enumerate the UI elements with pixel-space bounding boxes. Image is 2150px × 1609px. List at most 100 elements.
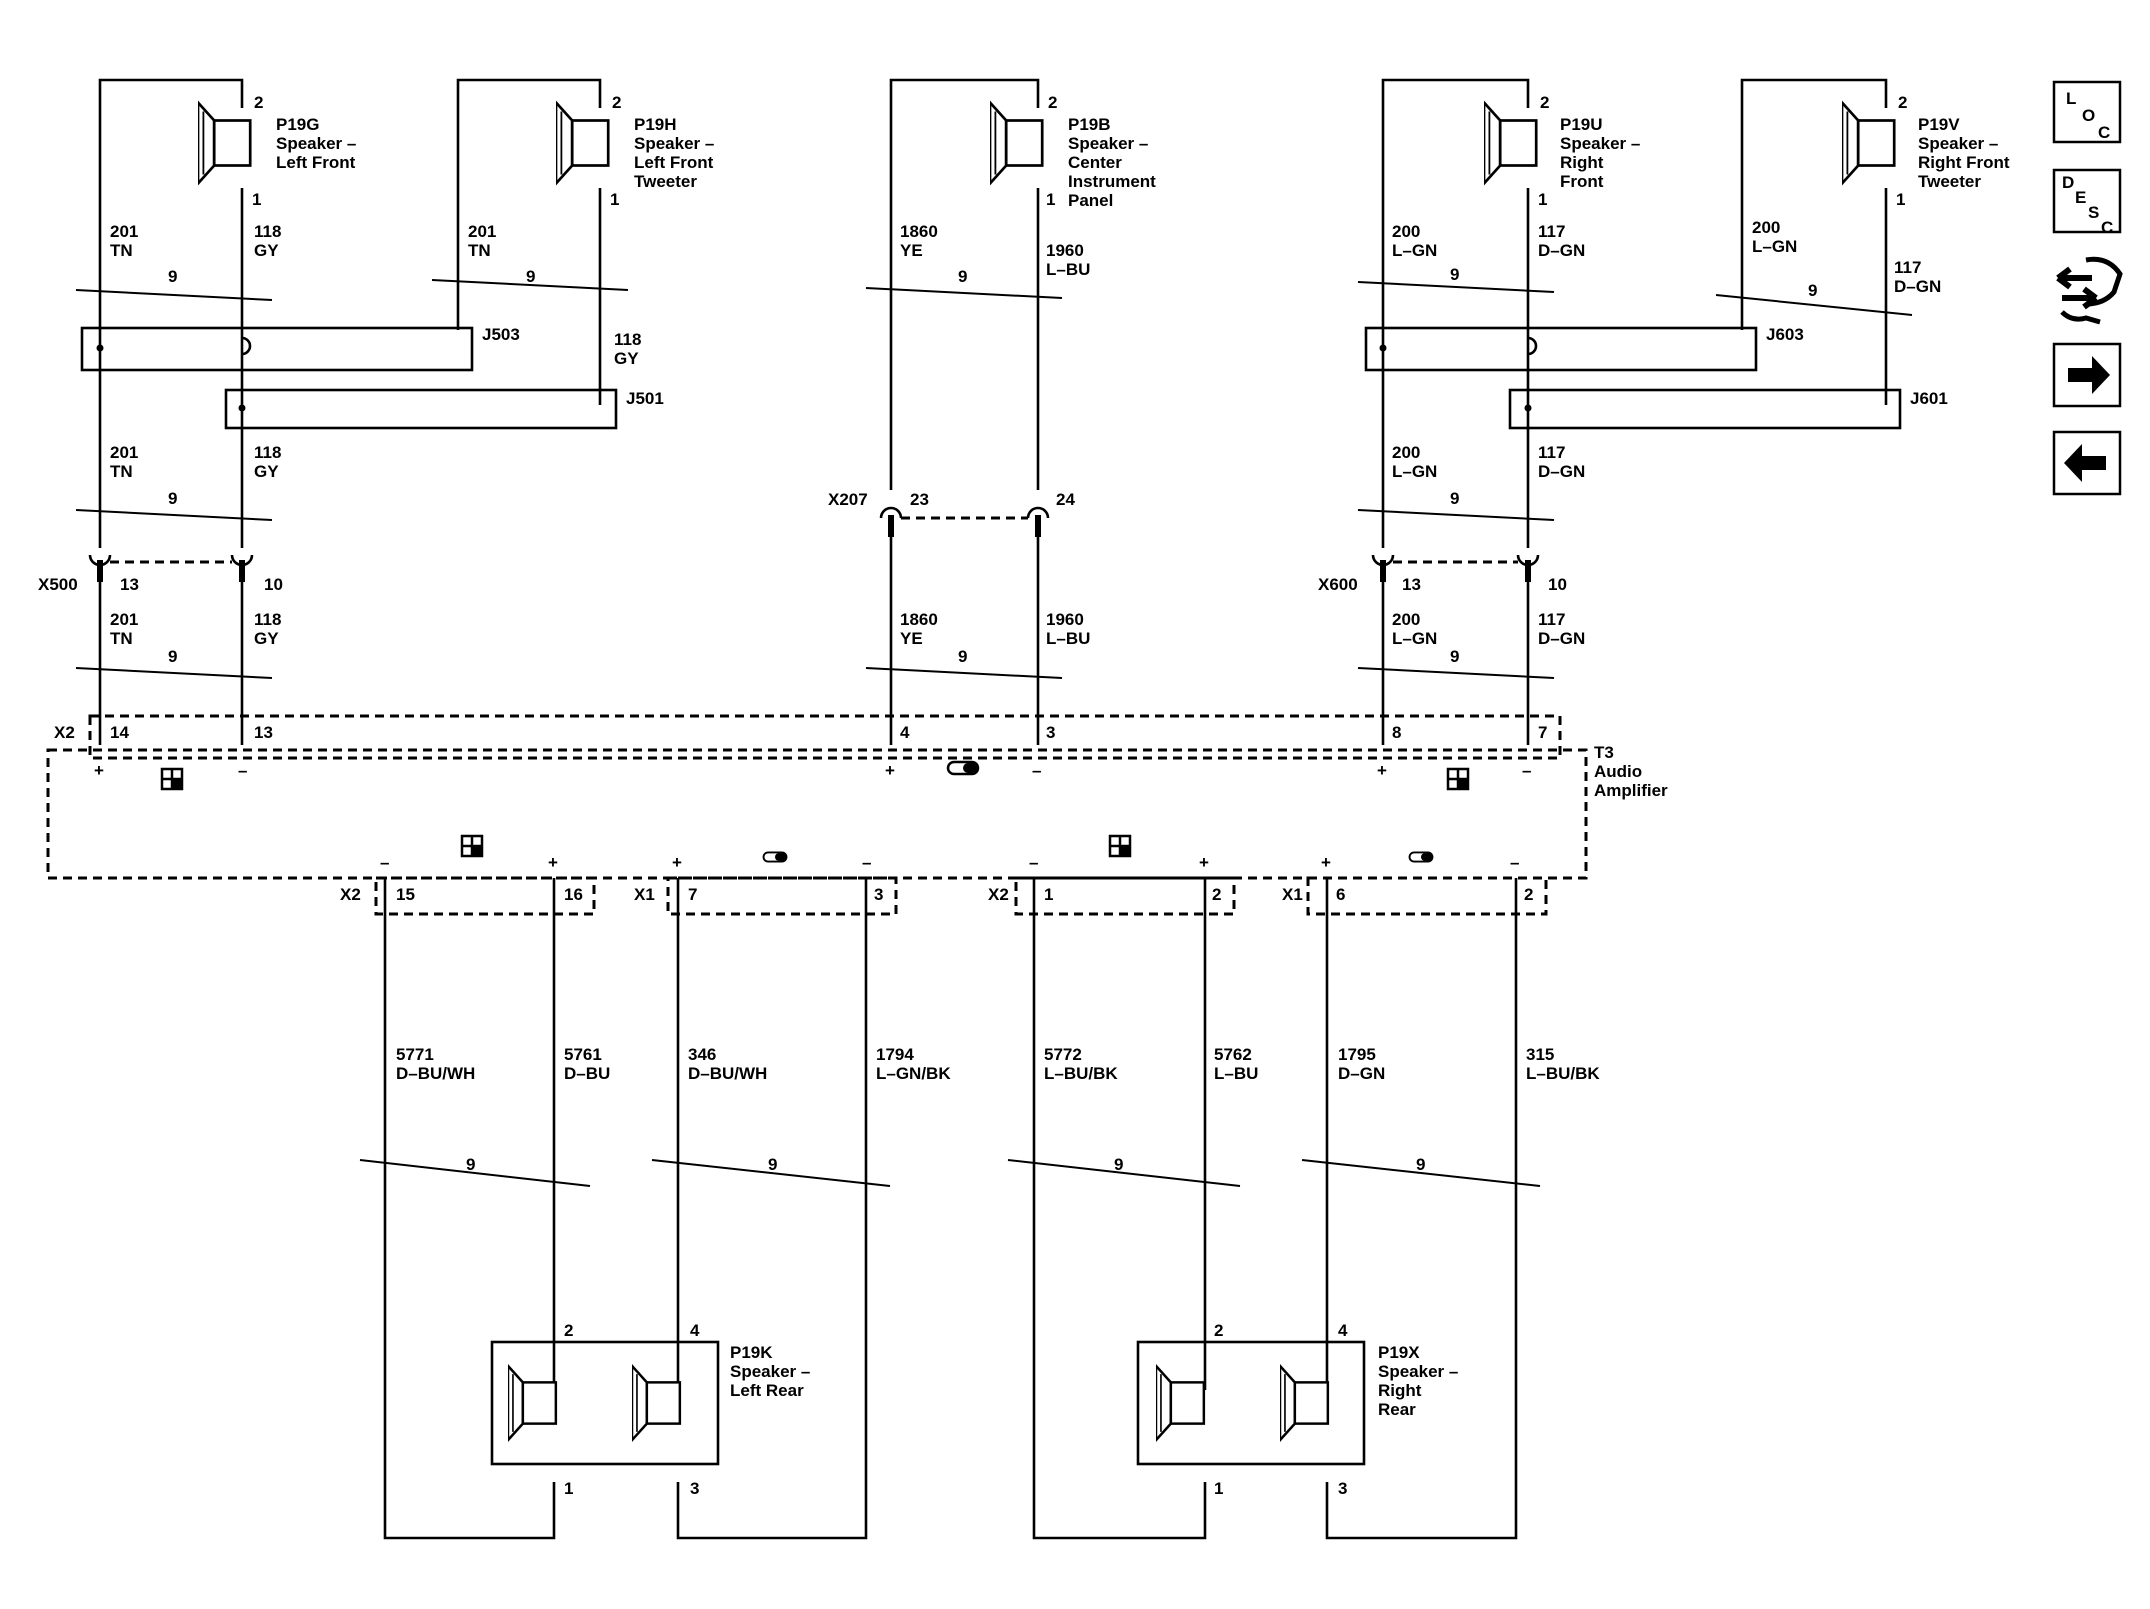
speaker-p19k-box	[490, 1340, 720, 1466]
svg-text:10: 10	[264, 575, 283, 594]
svg-text:1860: 1860	[900, 222, 938, 241]
svg-text:200: 200	[1392, 610, 1420, 629]
svg-text:2: 2	[1214, 1321, 1223, 1340]
svg-text:–: –	[1510, 853, 1519, 872]
svg-text:1960: 1960	[1046, 241, 1084, 260]
svg-text:Speaker –: Speaker –	[1918, 134, 1998, 153]
svg-text:8: 8	[1392, 723, 1401, 742]
connector-swap-icon[interactable]	[2056, 256, 2123, 325]
svg-text:3: 3	[1338, 1479, 1347, 1498]
speaker-p19g-icon	[198, 101, 252, 185]
speaker-p19x-tweeter-icon	[1280, 1364, 1330, 1442]
svg-text:3: 3	[1046, 723, 1055, 742]
svg-text:117: 117	[1538, 443, 1565, 462]
svg-text:201: 201	[468, 222, 496, 241]
svg-text:O: O	[2082, 106, 2095, 125]
svg-text:5761: 5761	[564, 1045, 602, 1064]
svg-text:200: 200	[1752, 218, 1780, 237]
svg-text:Audio: Audio	[1594, 762, 1642, 781]
svg-text:J501: J501	[626, 389, 664, 408]
shield-j603	[1364, 326, 1758, 372]
svg-text:4: 4	[690, 1321, 700, 1340]
svg-text:X1: X1	[1282, 885, 1303, 904]
svg-text:315: 315	[1526, 1045, 1554, 1064]
svg-text:5772: 5772	[1044, 1045, 1082, 1064]
amplifier-box	[46, 748, 1588, 880]
svg-text:13: 13	[120, 575, 139, 594]
svg-text:117: 117	[1538, 222, 1565, 241]
svg-text:L–GN: L–GN	[1392, 462, 1437, 481]
svg-text:L–BU: L–BU	[1214, 1064, 1258, 1083]
svg-text:P19X: P19X	[1378, 1343, 1420, 1362]
svg-text:X2: X2	[54, 723, 75, 742]
svg-text:D–GN: D–GN	[1538, 629, 1585, 648]
svg-text:YE: YE	[900, 629, 923, 648]
svg-text:C: C	[2101, 218, 2113, 237]
svg-text:Tweeter: Tweeter	[1918, 172, 1981, 191]
svg-text:201: 201	[110, 610, 138, 629]
svg-text:GY: GY	[254, 462, 279, 481]
svg-text:14: 14	[110, 723, 129, 742]
svg-text:X600: X600	[1318, 575, 1358, 594]
svg-text:3: 3	[874, 885, 883, 904]
svg-text:9: 9	[958, 267, 967, 286]
svg-text:D–BU: D–BU	[564, 1064, 610, 1083]
svg-text:5771: 5771	[396, 1045, 434, 1064]
svg-text:L–GN: L–GN	[1392, 629, 1437, 648]
speaker-p19b-icon	[990, 101, 1044, 185]
svg-text:P19U: P19U	[1560, 115, 1603, 134]
svg-text:L–GN: L–GN	[1752, 237, 1797, 256]
svg-text:Tweeter: Tweeter	[634, 172, 697, 191]
svg-text:4: 4	[1338, 1321, 1348, 1340]
svg-text:5762: 5762	[1214, 1045, 1252, 1064]
svg-text:Left Front: Left Front	[276, 153, 356, 172]
arrow-right-button[interactable]	[2052, 342, 2122, 408]
arrow-left-button[interactable]	[2052, 430, 2122, 496]
svg-text:200: 200	[1392, 222, 1420, 241]
svg-text:X207: X207	[828, 490, 868, 509]
svg-text:L–BU: L–BU	[1046, 629, 1090, 648]
channel-pill-icon	[946, 760, 980, 776]
speaker-p19k-tweeter-icon	[632, 1364, 682, 1442]
svg-text:346: 346	[688, 1045, 716, 1064]
channel-quad-icon	[1108, 834, 1132, 858]
svg-text:13: 13	[254, 723, 273, 742]
svg-text:TN: TN	[110, 241, 133, 260]
svg-text:9: 9	[1416, 1155, 1425, 1174]
svg-text:–: –	[238, 761, 247, 780]
svg-text:GY: GY	[254, 241, 279, 260]
svg-text:9: 9	[958, 647, 967, 666]
svg-text:X500: X500	[38, 575, 78, 594]
svg-text:9: 9	[1450, 647, 1459, 666]
speaker-p19x-woofer-icon	[1156, 1364, 1206, 1442]
svg-text:Front: Front	[1560, 172, 1604, 191]
svg-text:TN: TN	[110, 629, 133, 648]
svg-text:Right Front: Right Front	[1918, 153, 2010, 172]
svg-text:D–GN: D–GN	[1894, 277, 1941, 296]
svg-text:C: C	[2098, 123, 2110, 142]
svg-text:P19K: P19K	[730, 1343, 773, 1362]
svg-text:9: 9	[768, 1155, 777, 1174]
svg-text:9: 9	[168, 267, 177, 286]
svg-text:201: 201	[110, 222, 138, 241]
svg-text:1794: 1794	[876, 1045, 914, 1064]
desc-button[interactable]: D E S C	[2052, 168, 2122, 237]
loc-button[interactable]: L O C	[2052, 80, 2122, 144]
svg-text:2: 2	[1048, 93, 1057, 112]
svg-text:2: 2	[612, 93, 621, 112]
channel-quad-icon	[160, 767, 184, 791]
svg-text:L–BU/BK: L–BU/BK	[1044, 1064, 1118, 1083]
svg-text:D–BU/WH: D–BU/WH	[396, 1064, 475, 1083]
svg-text:D–GN: D–GN	[1538, 462, 1585, 481]
svg-text:T3: T3	[1594, 743, 1614, 762]
svg-text:118: 118	[254, 222, 281, 241]
svg-text:1860: 1860	[900, 610, 938, 629]
svg-text:9: 9	[1808, 281, 1817, 300]
svg-text:Instrument: Instrument	[1068, 172, 1156, 191]
svg-text:9: 9	[1114, 1155, 1123, 1174]
svg-text:1960: 1960	[1046, 610, 1084, 629]
svg-text:GY: GY	[614, 349, 639, 368]
center-group	[865, 78, 1063, 745]
svg-text:Center: Center	[1068, 153, 1122, 172]
svg-text:24: 24	[1056, 490, 1075, 509]
